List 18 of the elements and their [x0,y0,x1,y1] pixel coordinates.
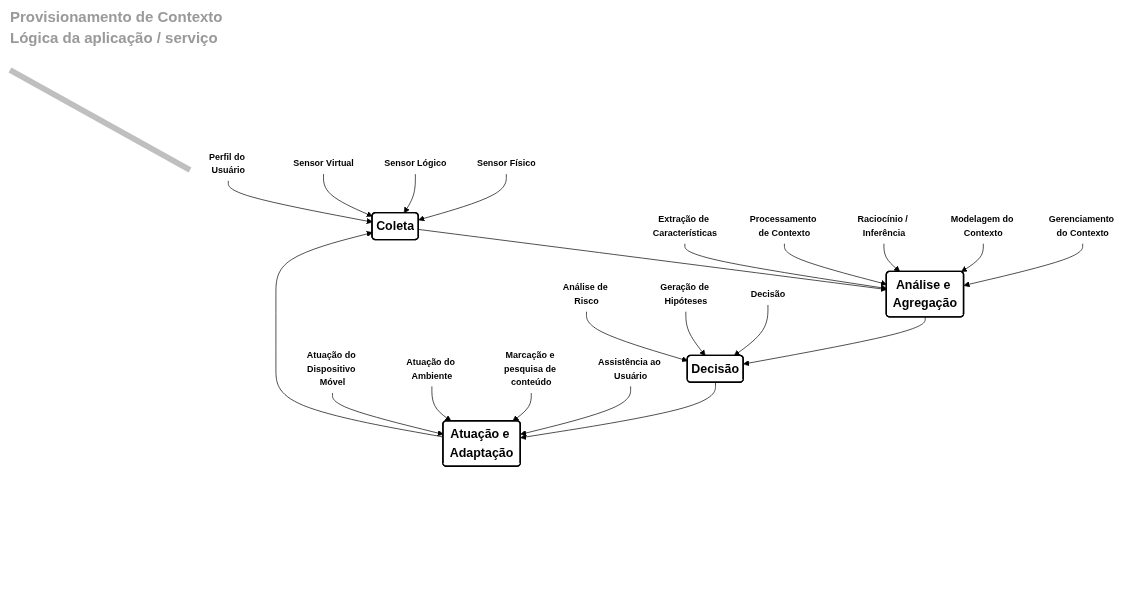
node-text: Raciocínio / Inferência [857,214,908,238]
node-text: Sensor Virtual [293,157,354,169]
node-text: Modelagem do Contexto [950,214,1014,238]
node-text: Gerenciamento do Contexto [1048,214,1115,238]
node-text: Sensor Físico [476,157,536,169]
node-text: Extração de Características [652,214,718,238]
node-text: Atuação do Dispositivo Móvel [306,350,356,388]
node-text: Processamento de Contexto [749,214,817,238]
node-text: Atuação do Ambiente [406,356,456,381]
node-text: Sensor Lógico [384,157,447,169]
node-text: Marcação e pesquisa de conteúdo [504,350,556,388]
region-label: Lógica da aplicação / serviço [10,29,218,46]
node-text: Geração de Hipóteses [660,282,710,306]
node-text: Perfil do Usuário [209,151,246,176]
region-label: Provisionamento de Contexto [10,8,223,25]
node-text: Assistência ao Usuário [597,356,661,381]
node-text: Análise de Risco [562,282,608,306]
node-text: Decisão [750,288,786,300]
